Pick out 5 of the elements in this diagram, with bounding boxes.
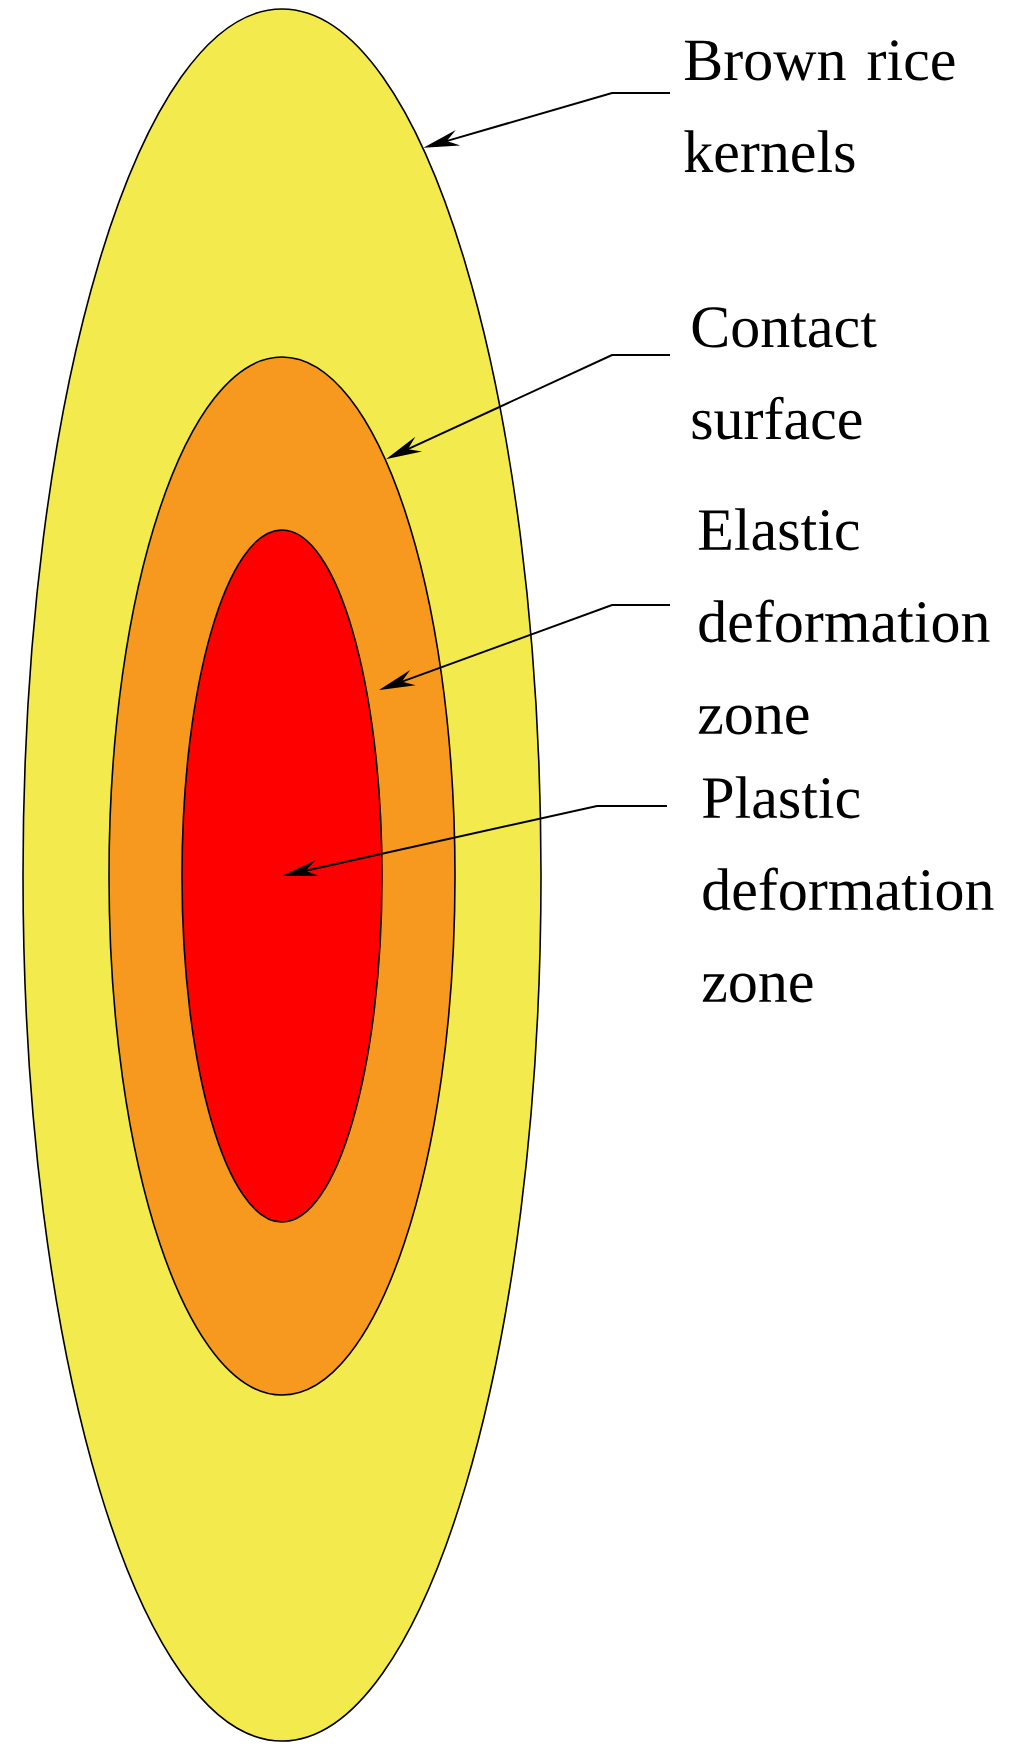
label-text: Elastic deformation zone [698, 508, 990, 735]
label-text: Brown rice kernels [684, 40, 955, 173]
zone-ellipse [181, 529, 383, 1223]
label-text: Contact surface [692, 307, 877, 440]
label-text: Plastic deformation zone [702, 776, 994, 1003]
